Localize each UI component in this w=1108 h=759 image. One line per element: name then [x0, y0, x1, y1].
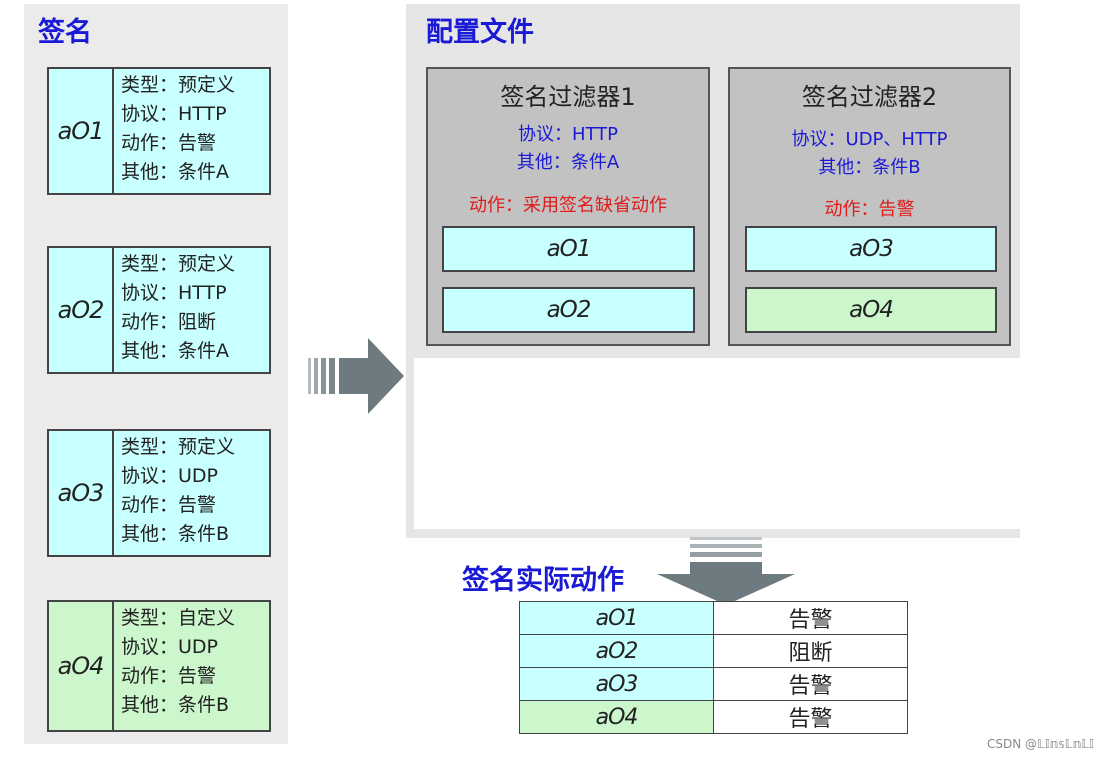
signature-other: 其他：条件B	[121, 523, 230, 545]
filter-signature-ao4: aO4	[745, 287, 997, 333]
result-action: 阻断	[713, 634, 908, 668]
filter-other: 其他：条件B	[818, 157, 921, 178]
table-row: aO1 告警	[519, 601, 908, 635]
signature-type: 类型：预定义	[121, 253, 236, 275]
signatures-panel-title: 签名	[38, 17, 92, 48]
signatures-panel: 签名 aO1 类型：预定义 协议：HTTP 动作：告警 其他：条件A aO2 类…	[24, 4, 288, 744]
result-signature-id: aO1	[519, 601, 714, 635]
signature-action: 动作：告警	[121, 494, 217, 516]
signature-other: 其他：条件A	[121, 340, 229, 362]
signature-type: 类型：自定义	[121, 607, 236, 629]
signature-card-ao2: aO2 类型：预定义 协议：HTTP 动作：阻断 其他：条件A	[47, 246, 271, 374]
table-row: aO4 告警	[519, 700, 908, 734]
signature-protocol: 协议：HTTP	[121, 103, 227, 125]
config-panel-title: 配置文件	[426, 17, 534, 48]
signature-attributes: 类型：预定义 协议：UDP 动作：告警 其他：条件B	[114, 431, 269, 555]
filter-signature-ao1: aO1	[442, 226, 695, 272]
table-row: aO3 告警	[519, 667, 908, 701]
filter-signature-ao3: aO3	[745, 226, 997, 272]
filter-action: 动作：采用签名缺省动作	[469, 195, 667, 216]
filter-protocol: 协议：UDP、HTTP	[791, 129, 948, 150]
signature-filter-2: 签名过滤器2 协议：UDP、HTTP 其他：条件B 动作：告警 aO3 aO4	[728, 67, 1011, 346]
signature-type: 类型：预定义	[121, 74, 236, 96]
result-signature-id: aO2	[519, 634, 714, 668]
signature-id: aO3	[49, 431, 114, 555]
signature-card-ao4: aO4 类型：自定义 协议：UDP 动作：告警 其他：条件B	[47, 600, 271, 732]
down-arrow-icon	[657, 537, 795, 605]
filter-action: 动作：告警	[824, 199, 915, 220]
result-title: 签名实际动作	[462, 565, 624, 596]
filter-signature-ao2: aO2	[442, 287, 695, 333]
result-action: 告警	[713, 700, 908, 734]
table-row: aO2 阻断	[519, 634, 908, 668]
signature-card-ao3: aO3 类型：预定义 协议：UDP 动作：告警 其他：条件B	[47, 429, 271, 557]
signature-protocol: 协议：HTTP	[121, 282, 227, 304]
filter-title: 签名过滤器2	[801, 83, 938, 111]
filter-protocol: 协议：HTTP	[517, 124, 619, 145]
signature-type: 类型：预定义	[121, 436, 236, 458]
result-action: 告警	[713, 601, 908, 635]
signature-action: 动作：告警	[121, 132, 217, 154]
result-signature-id: aO4	[519, 700, 714, 734]
signature-id: aO2	[49, 248, 114, 372]
signature-action: 动作：告警	[121, 665, 217, 687]
signature-protocol: 协议：UDP	[121, 465, 218, 487]
config-panel-empty-area	[414, 358, 1020, 529]
signature-filter-1: 签名过滤器1 协议：HTTP 其他：条件A 动作：采用签名缺省动作 aO1 aO…	[426, 67, 710, 346]
signature-attributes: 类型：预定义 协议：HTTP 动作：告警 其他：条件A	[114, 69, 269, 193]
signature-protocol: 协议：UDP	[121, 636, 218, 658]
result-table: aO1 告警 aO2 阻断 aO3 告警 aO4 告警	[519, 601, 908, 734]
signature-id: aO4	[49, 602, 114, 730]
result-action: 告警	[713, 667, 908, 701]
watermark: CSDN @𝕃𝕀𝕟𝕤𝕃𝕟𝕃𝕀	[987, 737, 1094, 751]
signature-attributes: 类型：预定义 协议：HTTP 动作：阻断 其他：条件A	[114, 248, 269, 372]
signature-attributes: 类型：自定义 协议：UDP 动作：告警 其他：条件B	[114, 602, 269, 730]
signature-id: aO1	[49, 69, 114, 193]
signature-card-ao1: aO1 类型：预定义 协议：HTTP 动作：告警 其他：条件A	[47, 67, 271, 195]
signature-other: 其他：条件B	[121, 694, 230, 716]
signature-other: 其他：条件A	[121, 161, 229, 183]
signature-action: 动作：阻断	[121, 311, 217, 333]
filter-other: 其他：条件A	[516, 152, 620, 173]
filter-title: 签名过滤器1	[500, 83, 636, 111]
right-arrow-icon	[308, 338, 404, 414]
result-signature-id: aO3	[519, 667, 714, 701]
